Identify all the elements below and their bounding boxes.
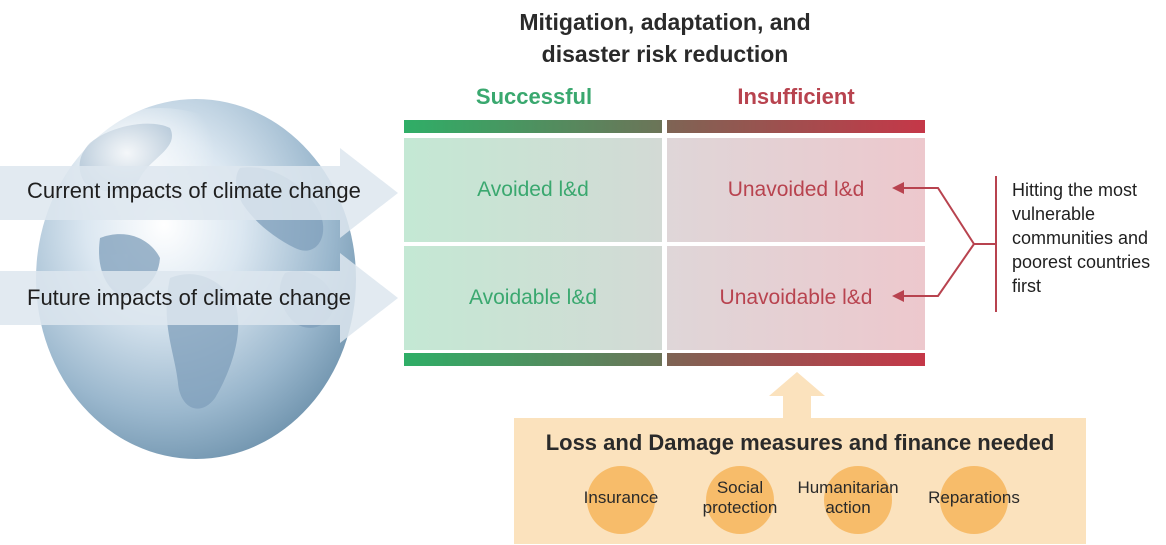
insurance-label: Insurance <box>583 488 659 507</box>
future-impacts-arrow-shape <box>0 253 398 343</box>
humanitarian-action-label: Humanitarian action <box>797 478 899 517</box>
vulnerability-note: Hitting the most vulnerable communities … <box>1012 180 1151 296</box>
current-impacts-label: Current impacts of climate change <box>27 178 361 203</box>
cell-avoided-label: Avoided l&d <box>477 178 589 201</box>
social-protection-label: Social protection <box>702 478 778 517</box>
cell-avoided: Avoided l&d <box>404 138 662 242</box>
cell-unavoided: Unavoided l&d <box>667 138 925 242</box>
bottom-bar-insufficient <box>667 353 925 366</box>
title-line-1: Mitigation, adaptation, and <box>519 9 811 35</box>
insurance-circle <box>587 466 655 534</box>
current-impacts-arrow-shape <box>0 148 398 238</box>
reparations-label: Reparations <box>928 488 1020 507</box>
vulnerability-bracket-arrows <box>892 176 997 312</box>
cell-unavoidable-label: Unavoidable l&d <box>719 286 873 309</box>
cell-avoidable: Avoidable l&d <box>404 246 662 350</box>
humanitarian-action-circle <box>824 466 892 534</box>
top-bar-insufficient <box>667 120 925 133</box>
title-line-2: disaster risk reduction <box>541 41 789 67</box>
loss-damage-title: Loss and Damage measures and finance nee… <box>545 430 1055 455</box>
cell-unavoided-label: Unavoided l&d <box>727 178 865 201</box>
reparations-circle <box>940 466 1008 534</box>
bottom-bar-successful <box>404 353 662 366</box>
top-bar-successful <box>404 120 662 133</box>
cell-avoidable-label: Avoidable l&d <box>468 286 598 309</box>
social-protection-circle <box>706 466 774 534</box>
column-header-insufficient: Insufficient <box>737 84 855 109</box>
future-impacts-label: Future impacts of climate change <box>27 285 352 310</box>
diagram-title: Mitigation, adaptation, and disaster ris… <box>405 6 925 70</box>
up-arrow-shape <box>769 372 825 420</box>
cell-unavoidable: Unavoidable l&d <box>667 246 925 350</box>
column-header-successful: Successful <box>475 84 593 109</box>
